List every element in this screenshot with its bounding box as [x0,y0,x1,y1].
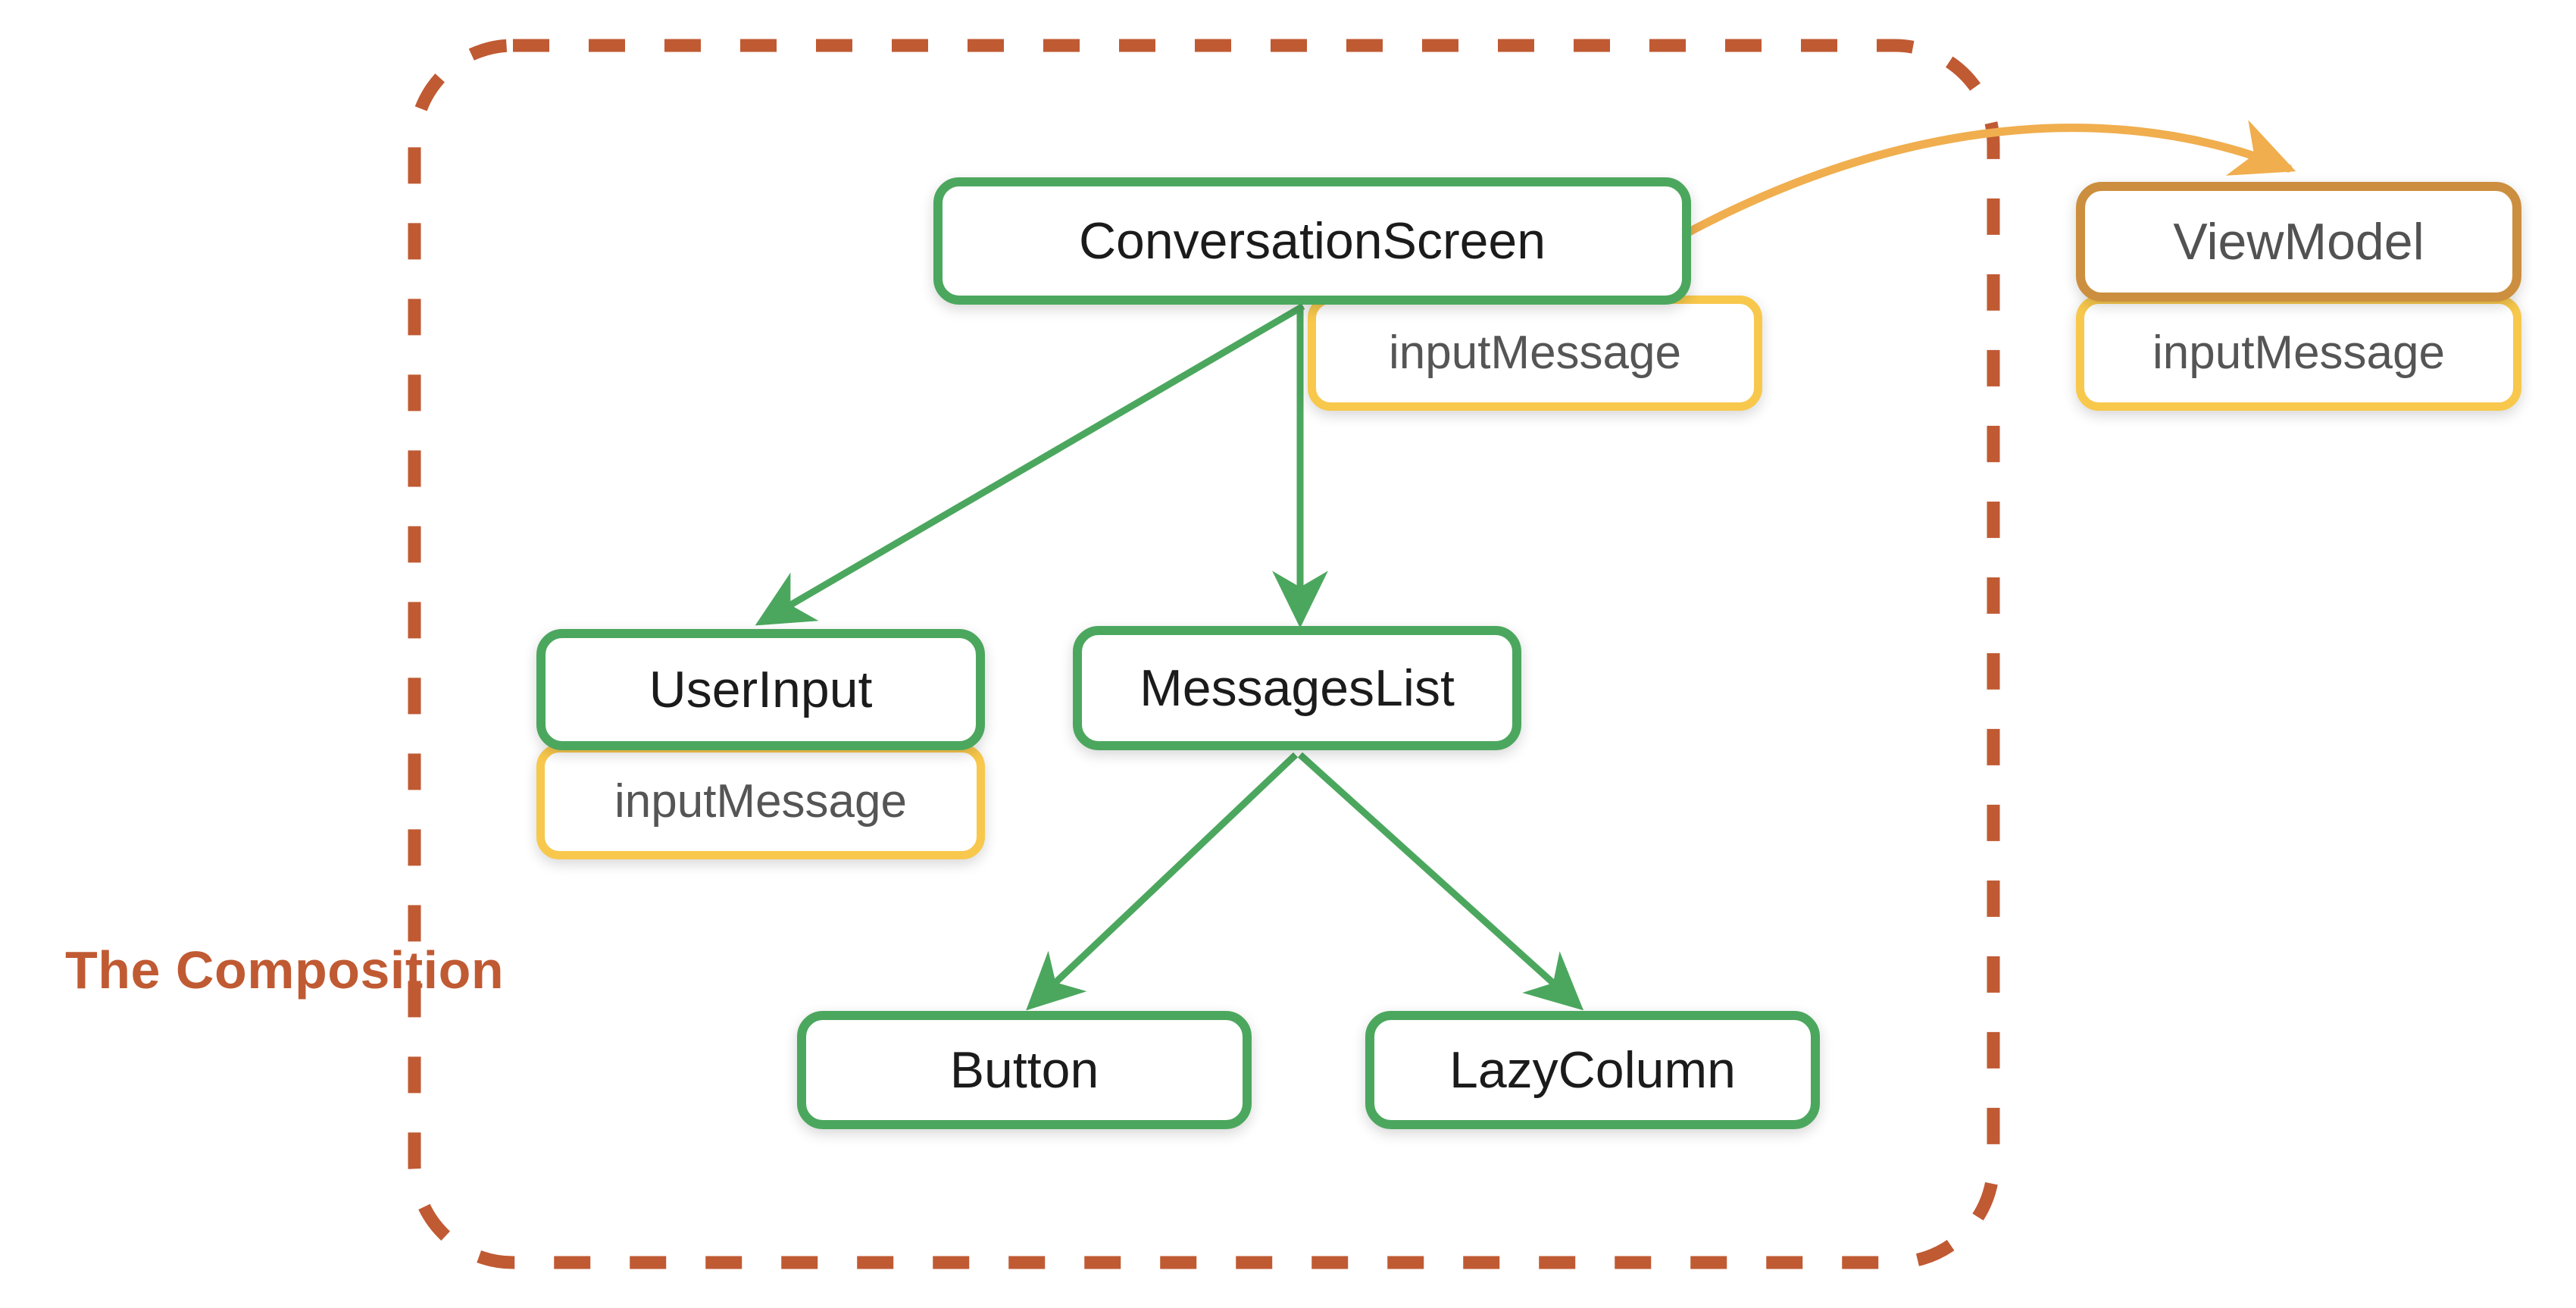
composition-boundary-caption: The Composition [65,940,505,1000]
node-viewmodel[interactable]: ViewModel [2076,182,2521,302]
node-conversationscreen[interactable]: ConversationScreen [933,177,1691,305]
node-lazycolumn[interactable]: LazyColumn [1365,1011,1820,1129]
edge-messageslist-button [1026,752,1299,1011]
state-chip-viewmodel-label: inputMessage [2152,327,2446,379]
node-userinput[interactable]: UserInput [536,629,985,750]
node-messageslist[interactable]: MessagesList [1073,626,1521,750]
edge-messageslist-lazycolumn [1297,752,1584,1011]
state-chip-conversationscreen-label: inputMessage [1388,327,1682,379]
state-chip-userinput-inputmessage[interactable]: inputMessage [536,744,985,859]
state-chip-userinput-label: inputMessage [614,775,908,828]
node-conversationscreen-label: ConversationScreen [1078,212,1546,270]
node-lazycolumn-label: LazyColumn [1449,1041,1736,1099]
node-userinput-label: UserInput [649,661,873,718]
node-messageslist-label: MessagesList [1140,659,1455,717]
node-button[interactable]: Button [797,1011,1252,1129]
node-button-label: Button [949,1041,1099,1099]
state-chip-viewmodel-inputmessage[interactable]: inputMessage [2076,296,2521,411]
edge-conversationscreen-userinput [755,303,1305,626]
node-viewmodel-label: ViewModel [2173,213,2424,271]
state-chip-conversationscreen-inputmessage[interactable]: inputMessage [1308,296,1762,411]
